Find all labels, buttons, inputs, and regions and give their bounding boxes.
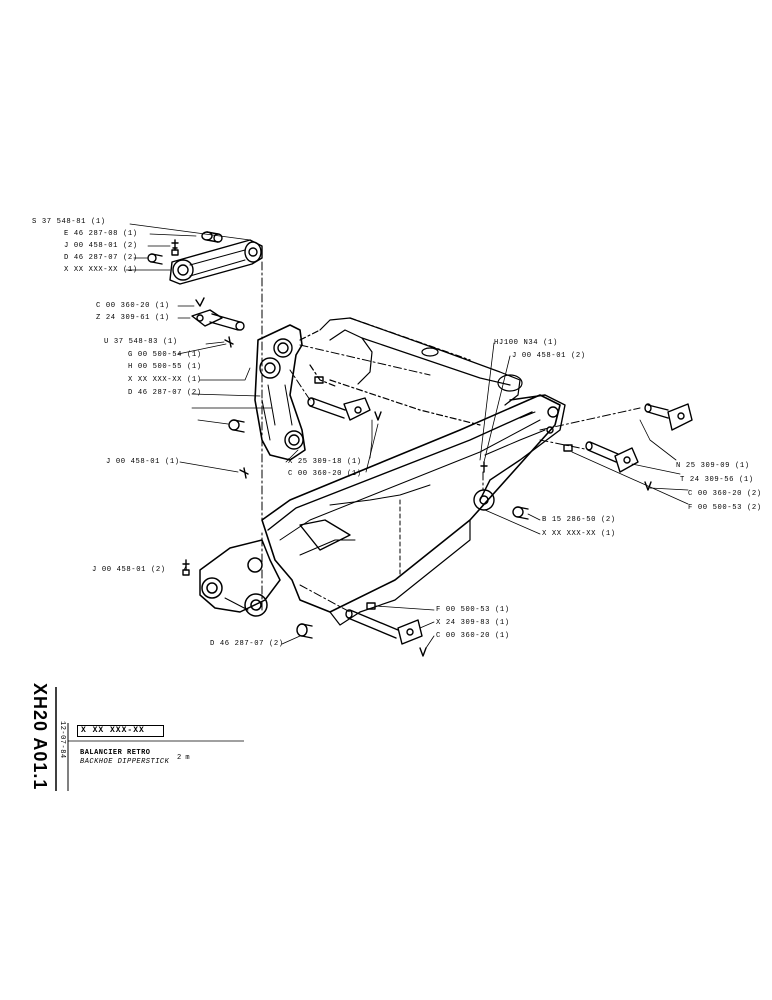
label-j-00-458-01-lower: J 00 458-01 (2) bbox=[92, 566, 166, 574]
grease-nipple-top bbox=[171, 239, 179, 256]
spacer-top bbox=[147, 253, 163, 265]
pin-with-plate-mid bbox=[307, 397, 371, 421]
grease-nipple-pivot bbox=[182, 559, 190, 576]
title-block: XH20 A01.1 12-07-84 X XX XXX-XX BALANCIE… bbox=[30, 683, 244, 793]
drawing-number-text: XH20 A01.1 bbox=[30, 683, 50, 791]
label-z-24-309-61: Z 24 309-61 (1) bbox=[96, 314, 170, 322]
label-j-00-458-01-right: J 00 458-01 (2) bbox=[512, 352, 586, 360]
bucket-pivot-end bbox=[199, 539, 281, 617]
grease-nipple-bracket bbox=[224, 336, 234, 348]
label-g-00-500-54: G 00 500-54 (1) bbox=[128, 351, 202, 359]
bushing-pivot bbox=[296, 623, 313, 639]
grease-nipple-lower bbox=[239, 467, 249, 479]
label-x-25-309-18: X 25 309-18 (1) bbox=[288, 458, 362, 466]
label-c-00-360-20-left: C 00 360-20 (1) bbox=[96, 302, 170, 310]
label-c-00-360-20-2: C 00 360-20 (2) bbox=[688, 490, 762, 498]
label-e-46-287-08: E 46 287-08 (1) bbox=[64, 230, 138, 238]
reference-box: X XX XXX-XX bbox=[77, 725, 164, 737]
bushing-bracket bbox=[228, 419, 245, 433]
label-b-15-286-50: B 15 286-50 (2) bbox=[542, 516, 616, 524]
label-d-46-287-07-top: D 46 287-07 (2) bbox=[64, 254, 138, 262]
label-j-00-458-01-top: J 00 458-01 (2) bbox=[64, 242, 138, 250]
pin-with-plate-bottom bbox=[345, 602, 423, 645]
label-xx-right: X XX XXX-XX (1) bbox=[542, 530, 616, 538]
label-d-46-287-07-bottom: D 46 287-07 (2) bbox=[210, 640, 284, 648]
pin-with-plate-right-top bbox=[644, 403, 693, 431]
label-u-37-548-83: U 37 548-83 (1) bbox=[104, 338, 178, 346]
pin-with-plate-left bbox=[191, 309, 245, 331]
label-n-25-309-09: N 25 309-09 (1) bbox=[676, 462, 750, 470]
pin-with-plate-right bbox=[585, 441, 639, 473]
label-c-00-360-20-mid: C 00 360-20 (1) bbox=[288, 470, 362, 478]
label-c-00-360-20-bottom: C 00 360-20 (1) bbox=[436, 632, 510, 640]
grease-nipple-stick bbox=[480, 461, 488, 473]
drawing-date-text: 12-07-84 bbox=[58, 721, 66, 759]
label-f-00-500-53-1: F 00 500-53 (1) bbox=[436, 606, 510, 614]
label-d-46-287-07-mid: D 46 287-07 (2) bbox=[128, 389, 202, 397]
label-x-24-309-83: X 24 309-83 (1) bbox=[436, 619, 510, 627]
grease-fitting-mid bbox=[314, 376, 324, 384]
split-pin-right bbox=[644, 481, 652, 491]
assembly-axis-lines bbox=[261, 261, 641, 613]
leader-lines bbox=[125, 223, 689, 649]
split-pin-bottom bbox=[419, 647, 427, 657]
title-english: BACKHOE DIPPERSTICK bbox=[80, 758, 170, 766]
bushing-right bbox=[473, 489, 529, 520]
size-label: 2 m bbox=[177, 754, 190, 762]
hydraulic-cylinder bbox=[299, 317, 523, 426]
label-hj100: HJ100 N34 (1) bbox=[494, 339, 558, 347]
dipper-stick-body bbox=[261, 394, 561, 626]
grease-nipple-right bbox=[563, 444, 573, 452]
bushing-top bbox=[201, 231, 223, 243]
drawing-number: XH20 A01.1 bbox=[30, 683, 56, 793]
label-s-37-548-81: S 37 548-81 (1) bbox=[32, 218, 106, 226]
title-block-lines bbox=[55, 687, 244, 791]
split-pin-left bbox=[195, 297, 205, 307]
stick-end-plate bbox=[479, 394, 566, 501]
split-pin-mid bbox=[374, 411, 382, 421]
label-xx-mid: X XX XXX-XX (1) bbox=[128, 376, 202, 384]
label-xx-top: X XX XXX-XX (1) bbox=[64, 266, 138, 274]
label-h-00-500-55: H 00 500-55 (1) bbox=[128, 363, 202, 371]
label-t-24-309-56: T 24 309-56 (1) bbox=[680, 476, 754, 484]
link-bracket bbox=[254, 324, 306, 461]
label-f-00-500-53-2: F 00 500-53 (2) bbox=[688, 504, 762, 512]
connecting-rod bbox=[169, 239, 263, 285]
label-j-00-458-01-1: J 00 458-01 (1) bbox=[106, 458, 180, 466]
title-french: BALANCIER RETRO bbox=[80, 749, 151, 757]
